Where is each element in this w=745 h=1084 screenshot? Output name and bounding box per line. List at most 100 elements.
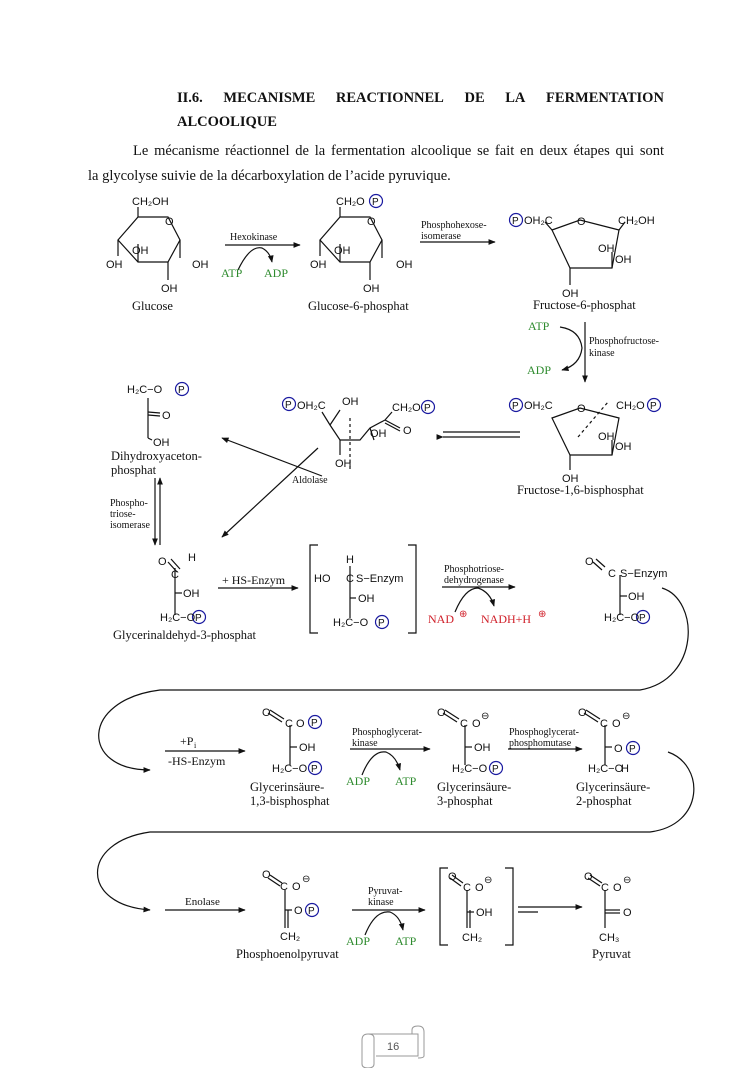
atom-label: OH	[161, 283, 178, 295]
cofactor-adp: ADP	[264, 266, 288, 280]
enzyme-pgk: kinase	[352, 738, 378, 749]
atom-label: P	[512, 401, 519, 412]
phosphate-icon	[508, 397, 524, 413]
cofactor-nadh: NADH+H	[481, 612, 531, 626]
compound-3pg: Glycerinsäure-	[437, 780, 511, 794]
phosphate-icon	[646, 397, 662, 413]
atom-label: HO	[314, 573, 331, 585]
cofactor-atp: ATP	[395, 774, 417, 788]
atom-label: O	[437, 707, 446, 719]
atom-label: OH	[342, 396, 359, 408]
section-heading: II.6. MECANISME REACTIONNEL DE LA FERMEN…	[177, 86, 664, 134]
atom-label: O	[472, 718, 481, 730]
atom-label: O	[296, 718, 305, 730]
atom-label: OH₂C	[297, 400, 326, 412]
heading-word: MECANISME	[223, 90, 316, 106]
atom-label: OH	[476, 907, 493, 919]
atom-label: O	[585, 556, 594, 568]
enzyme-aldolase: Aldolase	[292, 475, 328, 486]
enzyme-tpi: triose-	[110, 509, 136, 520]
compound-g6p: Glucose-6-phosphat	[308, 299, 409, 313]
atom-label: C	[280, 881, 288, 893]
atom-label: OH₂C	[524, 215, 553, 227]
atom-label: OH	[598, 243, 615, 255]
atom-label: O	[165, 216, 174, 228]
atom-label: OH	[396, 259, 413, 271]
enzyme-phi: isomerase	[421, 231, 462, 242]
atom-label: H₂C−O	[452, 763, 488, 775]
phosphate-icon	[488, 760, 504, 776]
atom-label: OH	[615, 254, 632, 266]
atom-label: CH₂	[462, 932, 482, 944]
compound-f6p: Fructose-6-phosphat	[533, 298, 636, 312]
atom-label: P	[178, 385, 185, 396]
atom-label: OH	[370, 428, 387, 440]
atom-label: CH₂O	[336, 196, 365, 208]
atom-label: H	[621, 763, 629, 775]
phosphate-icon	[191, 609, 207, 625]
atom-label: O	[475, 882, 484, 894]
atom-label: O	[367, 216, 376, 228]
atom-label: O	[158, 556, 167, 568]
atom-label: OH	[153, 437, 170, 449]
compound-gap: Glycerinaldehyd-3-phosphat	[113, 628, 257, 642]
cofactor-adp: ADP	[527, 363, 551, 377]
phosphate-icon	[625, 740, 641, 756]
atom-label: P	[378, 618, 385, 629]
atom-label: ⊖	[484, 875, 492, 886]
atom-label: CH₂	[280, 931, 300, 943]
atom-label: H	[188, 552, 196, 564]
atom-label: C	[460, 718, 468, 730]
atom-label: OH	[310, 259, 327, 271]
atom-label: OH	[299, 742, 316, 754]
atom-label: P	[629, 744, 636, 755]
paragraph-line-1: Le mécanisme réactionnel de la fermentat…	[133, 143, 664, 159]
phosphate-icon	[307, 760, 323, 776]
compound-2pg: 2-phosphat	[576, 794, 632, 808]
atom-label: O	[262, 707, 271, 719]
phosphate-icon	[420, 399, 436, 415]
phosphate-icon	[374, 614, 390, 630]
phosphate-icon	[508, 212, 524, 228]
atom-label: OH	[562, 288, 579, 300]
atom-label: OH	[132, 245, 149, 257]
atom-label: OH	[562, 473, 579, 485]
compound-f16bp: Fructose-1,6-bisphosphat	[517, 483, 644, 497]
atom-label: H₂C−O	[127, 384, 163, 396]
enzyme-pfk: Phosphofructose-	[589, 336, 659, 347]
atom-label: P	[195, 613, 202, 624]
atom-label: OH	[474, 742, 491, 754]
enzyme-gapdh: dehydrogenase	[444, 575, 505, 586]
atom-label: O	[292, 881, 301, 893]
atom-label: O	[403, 425, 412, 437]
atom-label: P	[311, 764, 318, 775]
atom-label: P	[512, 216, 519, 227]
atom-label: C	[600, 718, 608, 730]
plus-icon: ⊕	[538, 609, 546, 620]
enzyme-phi: Phosphohexose-	[421, 220, 487, 231]
enzyme-tpi: isomerase	[110, 520, 151, 531]
atom-label: O	[577, 403, 586, 415]
reagent-pi: +P	[180, 734, 194, 748]
atom-label: P	[311, 718, 318, 729]
cofactor-adp: ADP	[346, 774, 370, 788]
phosphate-icon	[174, 381, 190, 397]
atom-label: C	[285, 718, 293, 730]
enzyme-pgm: phosphomutase	[509, 738, 572, 749]
atom-label: C	[608, 568, 616, 580]
atom-label: ⊖	[302, 874, 310, 885]
page-number: 16	[387, 1041, 399, 1053]
atom-label: H₂C−O	[588, 763, 624, 775]
heading-word: LA	[505, 90, 526, 106]
phosphate-icon	[281, 396, 297, 412]
atom-label: O	[294, 905, 303, 917]
atom-label: CH₂OH	[132, 196, 169, 208]
enzyme-tpi: Phospho-	[110, 498, 148, 509]
atom-label: CH₂O	[392, 402, 421, 414]
atom-label: P	[492, 764, 499, 775]
atom-label: C	[346, 573, 354, 585]
enzyme-pgm: Phosphoglycerat-	[509, 727, 579, 738]
atom-label: OH	[334, 245, 351, 257]
heading-line2: ALCOOLIQUE	[177, 114, 277, 130]
atom-label: C	[171, 569, 179, 581]
